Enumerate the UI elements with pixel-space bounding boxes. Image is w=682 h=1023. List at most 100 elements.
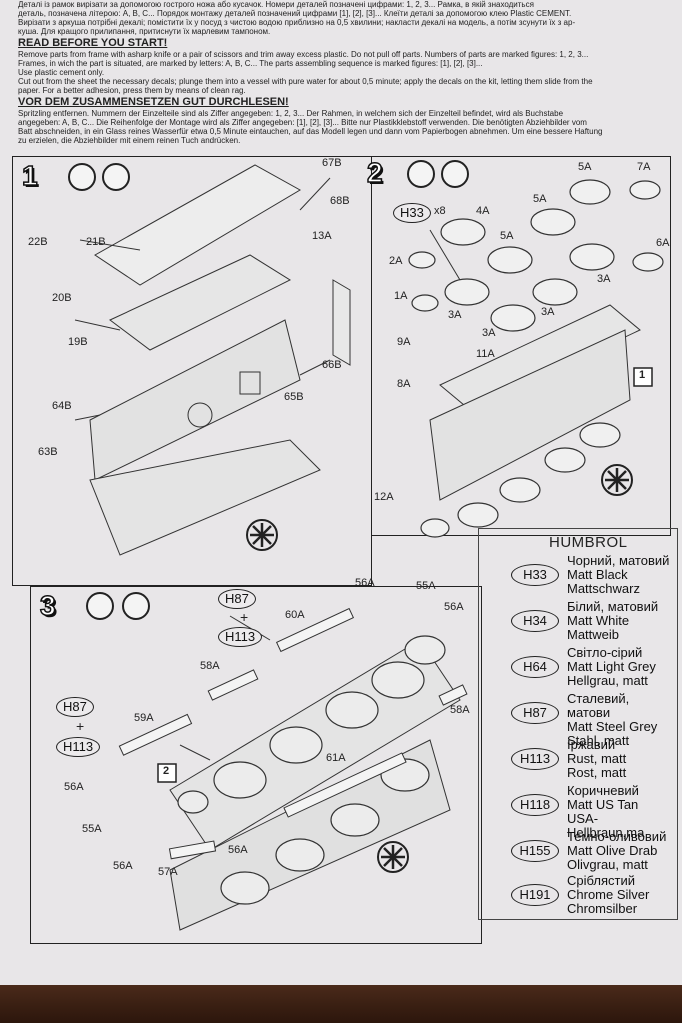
paint-code: H118 (511, 794, 559, 816)
cement-tube-icon (441, 160, 469, 188)
paint-code-pill: H113 (56, 737, 101, 757)
part-label: 55A (416, 580, 436, 592)
wheel (220, 871, 270, 905)
bracket-59a (118, 713, 193, 756)
wheel (569, 243, 615, 271)
en-line: paper. For a better adhesion, press them… (18, 86, 246, 95)
hull-side (89, 319, 301, 481)
ua-line: куша. Для кращого прилипання, притиснути… (18, 27, 271, 36)
paint-name-ua: Білий, матовий (567, 599, 659, 614)
step-number-3: 3 (39, 589, 56, 622)
armor-plate-66b (332, 279, 351, 366)
wooden-table-background (0, 985, 682, 1023)
hull-top-plate (94, 164, 302, 286)
step-3-panel (30, 586, 482, 944)
asterisk-mark (605, 468, 629, 492)
part-label: 9A (397, 336, 411, 348)
wheel (404, 635, 446, 665)
en-line: Use plastic cement only. (18, 68, 105, 77)
humbrol-panel (478, 528, 678, 920)
part-label: 57A (158, 866, 178, 878)
part-label: 58A (200, 660, 220, 672)
paint-name-en: Matt Steel Grey (567, 719, 658, 734)
hatch-square (239, 371, 261, 395)
part-label: 8A (397, 378, 411, 390)
part-label: 3A (482, 327, 496, 339)
bracket-58a (207, 669, 259, 701)
paint-name-de: Mattweib (567, 627, 620, 642)
wheel (325, 691, 379, 729)
part-label: 3A (541, 306, 555, 318)
part-label: 5A (533, 193, 547, 205)
paint-name-en: Matt Light Grey (567, 659, 656, 674)
cement-tube-icon (122, 592, 150, 620)
paint-name-de: Stahl, matt (567, 733, 630, 748)
de-line: Batt abschneiden, in ein Glass reines Wa… (18, 127, 603, 136)
part-label: 5A (500, 230, 514, 242)
wheel (177, 790, 209, 814)
glue-drop-icon (86, 592, 114, 620)
paint-name-en: Matt Olive Drab (567, 843, 658, 858)
part-label: 13A (312, 230, 332, 242)
paint-name-en: Matt US Tan (567, 797, 639, 812)
wheel (532, 278, 578, 306)
wheel (490, 304, 536, 332)
ua-line: Вирізати з аркуша потрібні декалі; поміс… (18, 18, 576, 27)
part-label: 21B (86, 236, 106, 248)
wheel (544, 447, 586, 473)
wheel (499, 477, 541, 503)
paint-code-pill: H113 (218, 627, 263, 647)
part-label: 61A (326, 752, 346, 764)
bracket-58a-right (438, 684, 468, 706)
ua-line: Деталі із рамок вирізати за допомогою го… (18, 0, 534, 9)
wheel (213, 761, 267, 799)
part-label: 56A (228, 844, 248, 856)
paint-name-de: Rost, matt (567, 765, 627, 780)
bracket-57a (168, 840, 217, 860)
part-label: 7A (637, 161, 651, 173)
paint-name-de: Hellgrau, matt (567, 673, 648, 688)
wheel (632, 252, 664, 272)
bracket-61a (283, 752, 407, 818)
asterisk-mark (381, 845, 405, 869)
en-heading: READ BEFORE YOU START! (18, 37, 168, 49)
paint-code: H87 (511, 702, 559, 724)
part-label: 4A (476, 205, 490, 217)
wheel (275, 838, 325, 872)
en-line: Cut out from the sheet the necessary dec… (18, 77, 593, 86)
part-label: 1A (394, 290, 408, 302)
step-2-panel (371, 156, 671, 536)
part-label: 63B (38, 446, 58, 458)
paint-name-de: Mattschwarz (567, 581, 640, 596)
paint-name-de: Chromsilber (567, 901, 638, 916)
paint-code: H33 (511, 564, 559, 586)
part-label: 3A (597, 273, 611, 285)
part-label: 55A (82, 823, 102, 835)
paint-code: H34 (511, 610, 559, 632)
hull-frame (109, 254, 292, 351)
paint-name-ua: Темно-оливовий (567, 829, 667, 844)
paint-name-ua: Іржавий (567, 737, 616, 752)
wheel (487, 246, 533, 274)
step-ref-box: 1 (639, 369, 646, 381)
wheel (440, 218, 486, 246)
part-label: 2A (389, 255, 403, 267)
glue-drop-icon (68, 163, 96, 191)
glue-drop-icon (407, 160, 435, 188)
bracket-60a (275, 607, 355, 653)
wheel (371, 661, 425, 699)
chassis-top (439, 304, 641, 411)
cement-tube-icon (102, 163, 130, 191)
